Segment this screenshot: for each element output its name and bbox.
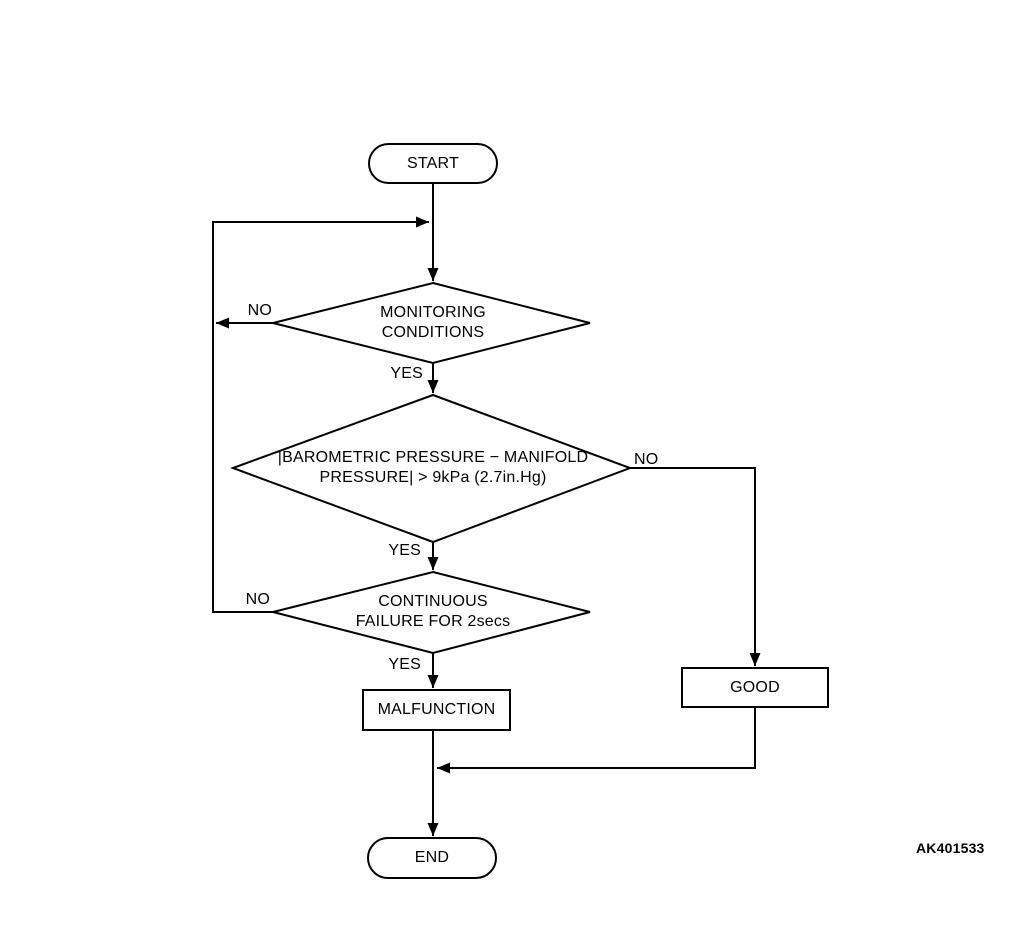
pressure-check-label: |BAROMETRIC PRESSURE − MANIFOLD PRESSURE…	[277, 449, 589, 486]
malfunction-process-shape	[362, 689, 511, 731]
pressure-no-label: NO	[634, 451, 659, 468]
good-node-label: GOOD	[730, 678, 780, 696]
monitoring-decision-shape	[272, 281, 591, 365]
monitoring-conditions-label: MONITORING CONDITIONS	[380, 304, 486, 341]
continuous-yes-label: YES	[388, 656, 421, 673]
continuous-decision-shape	[272, 570, 591, 655]
malfunction-node-label: MALFUNCTION	[377, 701, 496, 718]
pressure-yes-label: YES	[388, 542, 421, 559]
good-process-shape	[681, 667, 829, 708]
connector-loop-return	[212, 216, 429, 613]
start-terminator-shape	[368, 143, 498, 184]
end-terminator-shape	[367, 837, 497, 879]
connector-good-to-merge	[437, 707, 756, 774]
connector-pressure-no-to-good	[630, 467, 761, 666]
continuous-no-label: NO	[245, 591, 270, 608]
start-node-label: START	[407, 154, 459, 172]
end-node-label: END	[414, 849, 450, 866]
figure-id-label: AK401533	[916, 840, 985, 856]
continuous-failure-label: CONTINUOUS FAILURE FOR 2secs	[355, 593, 511, 630]
pressure-decision-shape	[230, 393, 633, 544]
monitoring-no-label: NO	[247, 302, 272, 319]
monitoring-yes-label: YES	[390, 365, 423, 382]
